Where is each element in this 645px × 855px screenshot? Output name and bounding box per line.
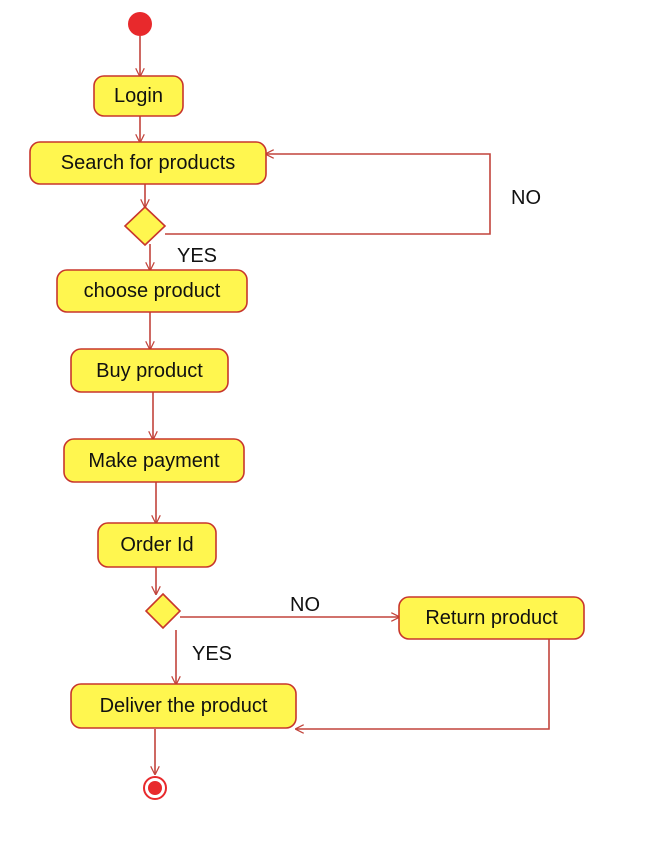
action-deliver: Deliver the product	[70, 683, 297, 729]
action-payment-label: Make payment	[88, 450, 220, 472]
decision-order-ok	[144, 592, 182, 630]
action-return: Return product	[398, 596, 585, 640]
action-deliver-box	[70, 683, 297, 729]
action-login-label: Login	[114, 85, 163, 107]
end-node	[143, 776, 167, 800]
action-choose: choose product	[56, 269, 248, 313]
action-order-id-label: Order Id	[120, 534, 193, 556]
guard-search-no: NO	[511, 187, 541, 209]
guard-search-yes: YES	[177, 245, 217, 267]
action-buy: Buy product	[70, 348, 229, 393]
end-node-dot	[148, 781, 162, 795]
action-order-id-box	[97, 522, 217, 568]
edge-return-deliver	[296, 639, 550, 729]
edge-decision-search-no	[165, 154, 491, 235]
edges	[140, 36, 550, 774]
start-node	[128, 12, 152, 36]
action-buy-label: Buy product	[96, 360, 203, 382]
action-login-box	[93, 75, 184, 117]
action-search-box	[29, 141, 267, 185]
action-buy-box	[70, 348, 229, 393]
action-return-box	[398, 596, 585, 640]
action-choose-label: choose product	[84, 280, 221, 302]
action-payment-box	[63, 438, 245, 483]
action-login: Login	[93, 75, 184, 117]
guard-order-no: NO	[290, 594, 320, 616]
guard-order-yes: YES	[192, 643, 232, 665]
decision-product-found	[123, 205, 167, 247]
action-return-label: Return product	[425, 607, 558, 629]
action-search-label: Search for products	[61, 152, 236, 174]
action-deliver-label: Deliver the product	[100, 695, 268, 717]
action-choose-box	[56, 269, 248, 313]
action-order-id: Order Id	[97, 522, 217, 568]
action-payment: Make payment	[63, 438, 245, 483]
action-search: Search for products	[29, 141, 267, 185]
